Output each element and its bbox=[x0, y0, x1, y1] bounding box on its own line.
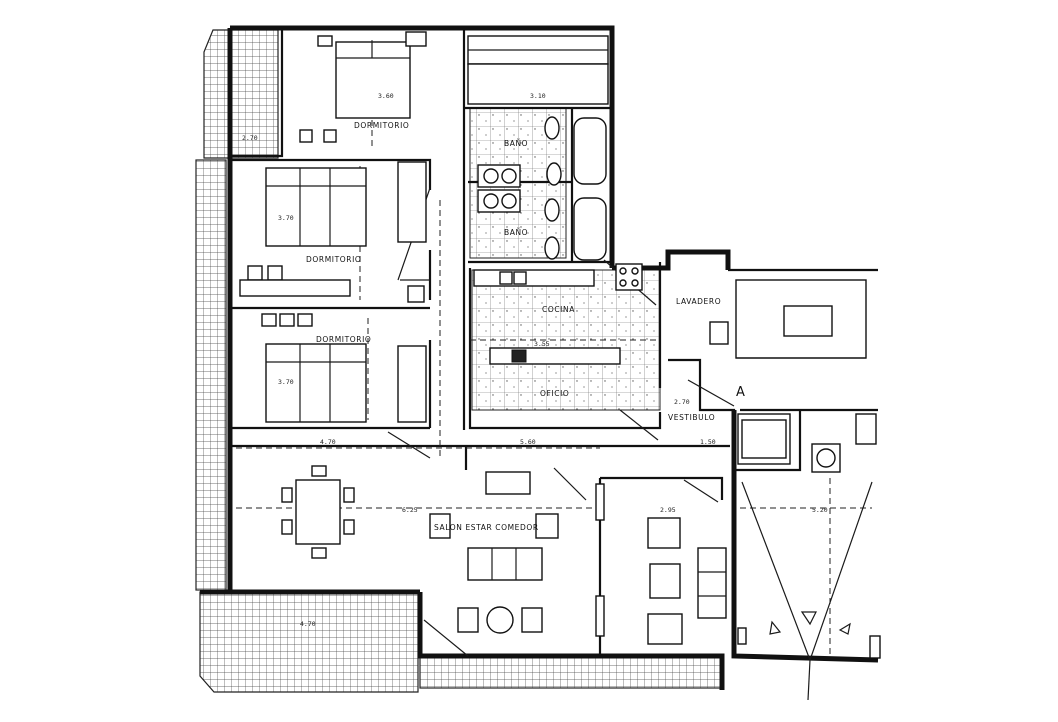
dim-label: 5.60 bbox=[520, 438, 536, 446]
dim-label: 5.20 bbox=[812, 506, 828, 514]
dim-label: 3.70 bbox=[278, 378, 294, 386]
dim-label: 2.70 bbox=[674, 398, 690, 406]
room-label-vestibulo: VESTIBULO bbox=[668, 413, 715, 422]
kitchen-counters bbox=[473, 263, 729, 365]
dim-label: 2.70 bbox=[242, 134, 258, 142]
bathroom-fixtures bbox=[477, 116, 607, 261]
room-label-bano-2: BAÑO bbox=[504, 228, 528, 237]
outer-walls bbox=[200, 25, 879, 690]
terrace-bottom-left bbox=[199, 591, 419, 693]
terrace-top-left bbox=[203, 29, 279, 159]
room-label-dormitorio-3: DORMITORIO bbox=[316, 335, 371, 344]
section-marker-a: A bbox=[736, 385, 745, 400]
living-furniture bbox=[429, 471, 559, 634]
dim-label: 3.55 bbox=[534, 340, 550, 348]
dining-table bbox=[281, 465, 355, 559]
room-label-salon: SALON ESTAR COMEDOR bbox=[434, 523, 539, 532]
dim-label: 3.70 bbox=[278, 214, 294, 222]
bed-3 bbox=[265, 343, 427, 423]
wardrobe-1 bbox=[467, 35, 609, 105]
stair-area bbox=[735, 279, 877, 473]
dim-label: 3.10 bbox=[530, 92, 546, 100]
room-label-oficio: OFICIO bbox=[540, 389, 569, 398]
terrace-bottom-strip bbox=[419, 655, 723, 689]
dim-label: 4.70 bbox=[320, 438, 336, 446]
bed-2 bbox=[239, 161, 427, 327]
dim-label: 4.70 bbox=[300, 620, 316, 628]
room-label-lavadero: LAVADERO bbox=[676, 297, 721, 306]
terrace-left-strip bbox=[195, 159, 227, 591]
dim-label: 3.60 bbox=[378, 92, 394, 100]
room-label-cocina: COCINA bbox=[542, 305, 575, 314]
dim-label: 2.95 bbox=[660, 506, 676, 514]
side-room-furniture bbox=[595, 483, 727, 645]
dim-label: 6.25 bbox=[402, 506, 418, 514]
right-unit-lines bbox=[737, 481, 881, 701]
room-label-dormitorio-2: DORMITORIO bbox=[306, 255, 361, 264]
bed-1 bbox=[299, 31, 427, 143]
room-label-bano-1: BAÑO bbox=[504, 139, 528, 148]
room-label-dormitorio-1: DORMITORIO bbox=[354, 121, 409, 130]
dim-label: 1.50 bbox=[700, 438, 716, 446]
